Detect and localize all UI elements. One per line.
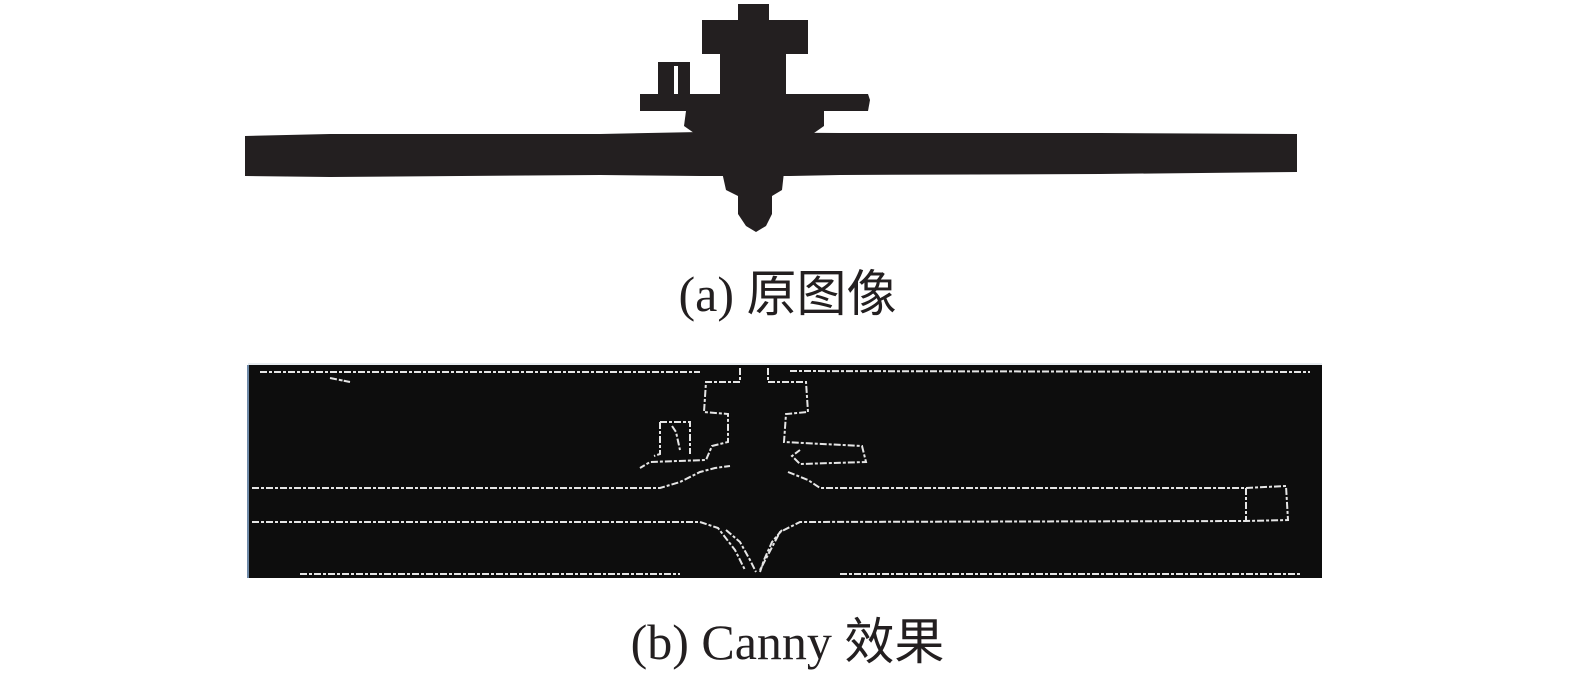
tab-notch [674, 66, 678, 94]
canny-edge-image [247, 363, 1322, 578]
silhouette-shape [245, 4, 1297, 232]
original-image-panel [0, 0, 1575, 240]
canny-background [248, 365, 1322, 578]
caption-a: (a) 原图像 [678, 266, 897, 322]
caption-b: (b) Canny 效果 [630, 614, 945, 670]
edge-contours [252, 368, 1311, 575]
canny-image-panel [0, 360, 1575, 582]
original-image [245, 4, 1297, 232]
